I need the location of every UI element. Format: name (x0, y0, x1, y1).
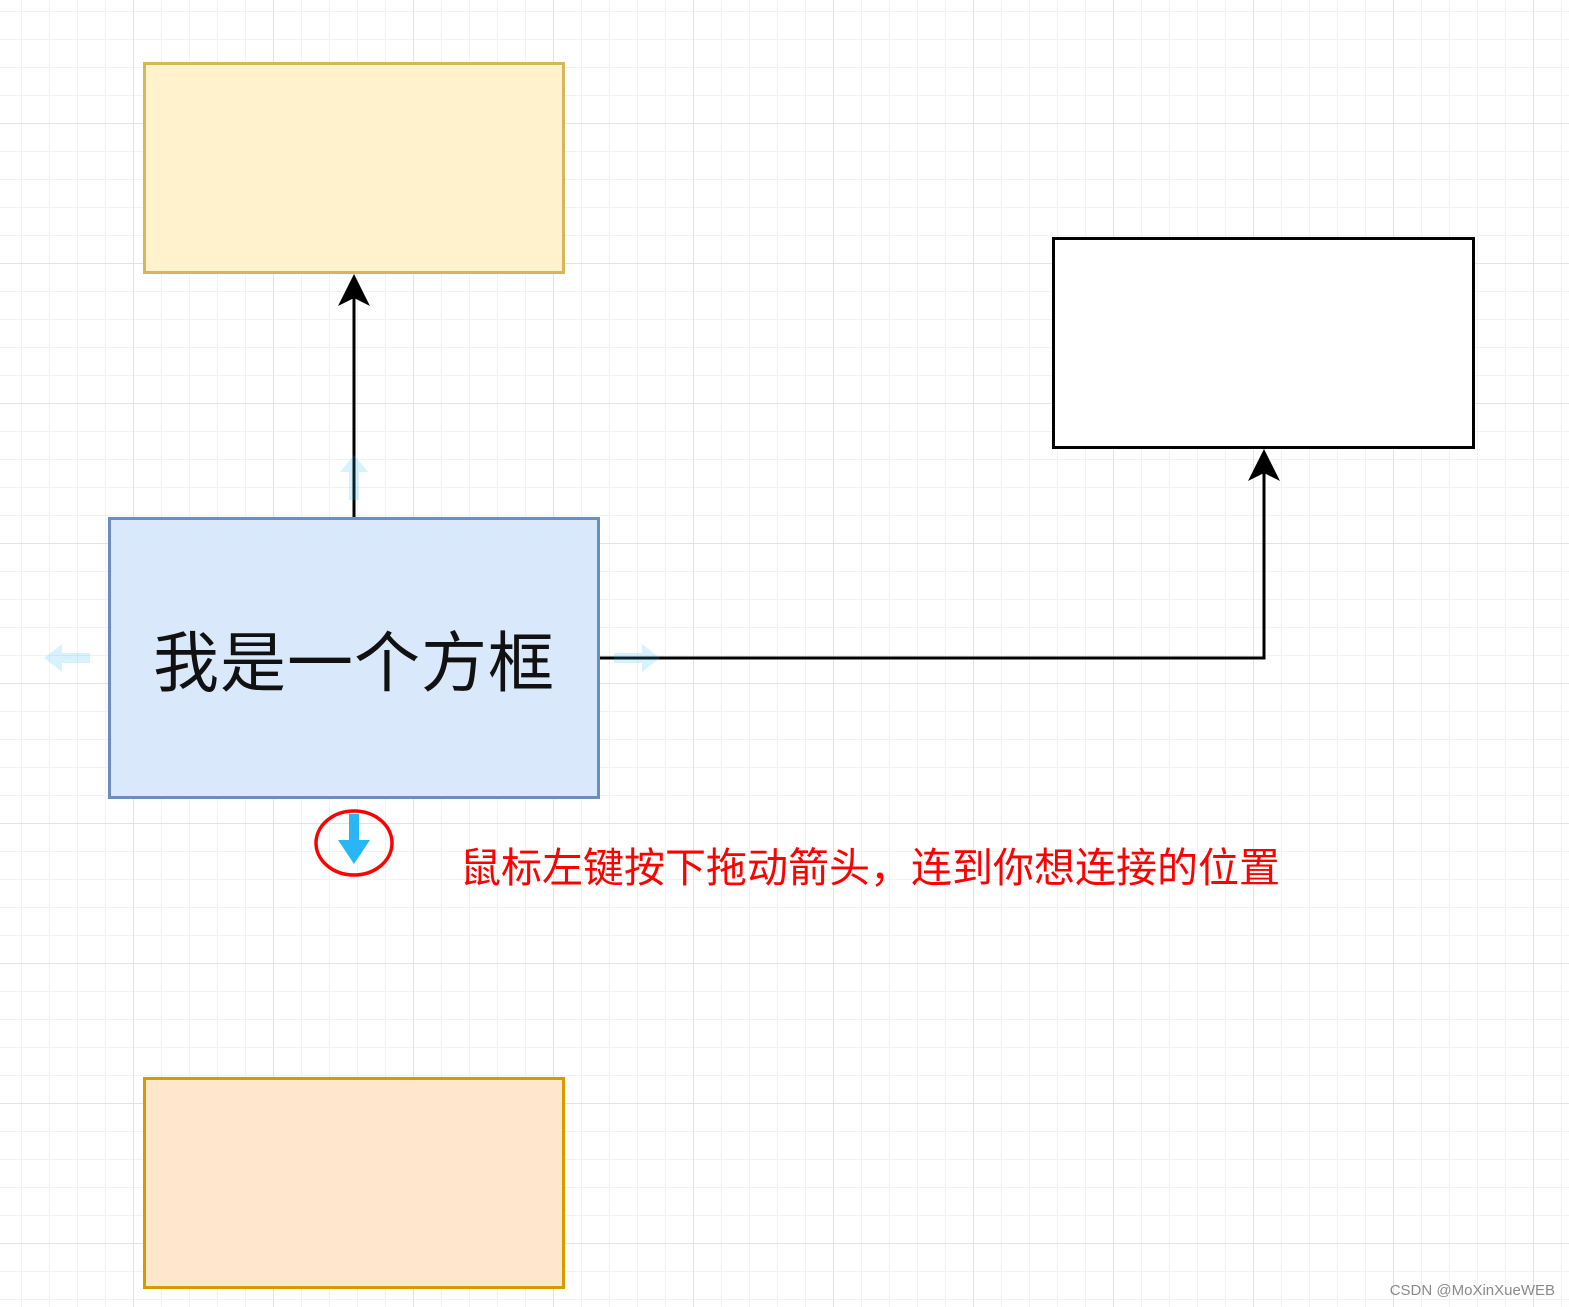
watermark: CSDN @MoXinXueWEB (1389, 1282, 1555, 1299)
hover-arrow-left-icon[interactable] (44, 644, 90, 672)
instruction-annotation: 鼠标左键按下拖动箭头，连到你想连接的位置 (460, 844, 1280, 892)
connector-elbow-line[interactable] (600, 473, 1266, 660)
connector-main-to-right[interactable] (600, 449, 1280, 660)
main-box-label: 我是一个方框 (153, 625, 555, 702)
rectangle-main-selected[interactable]: 我是一个方框 (108, 517, 600, 799)
rectangle-top-yellow[interactable] (143, 62, 565, 274)
hover-arrow-down-icon[interactable] (338, 814, 370, 864)
hover-arrow-up-icon[interactable] (340, 455, 368, 500)
rectangle-bottom-orange[interactable] (143, 1077, 565, 1289)
hover-arrow-right-icon[interactable] (614, 644, 660, 672)
rectangle-right-white[interactable] (1052, 237, 1475, 449)
